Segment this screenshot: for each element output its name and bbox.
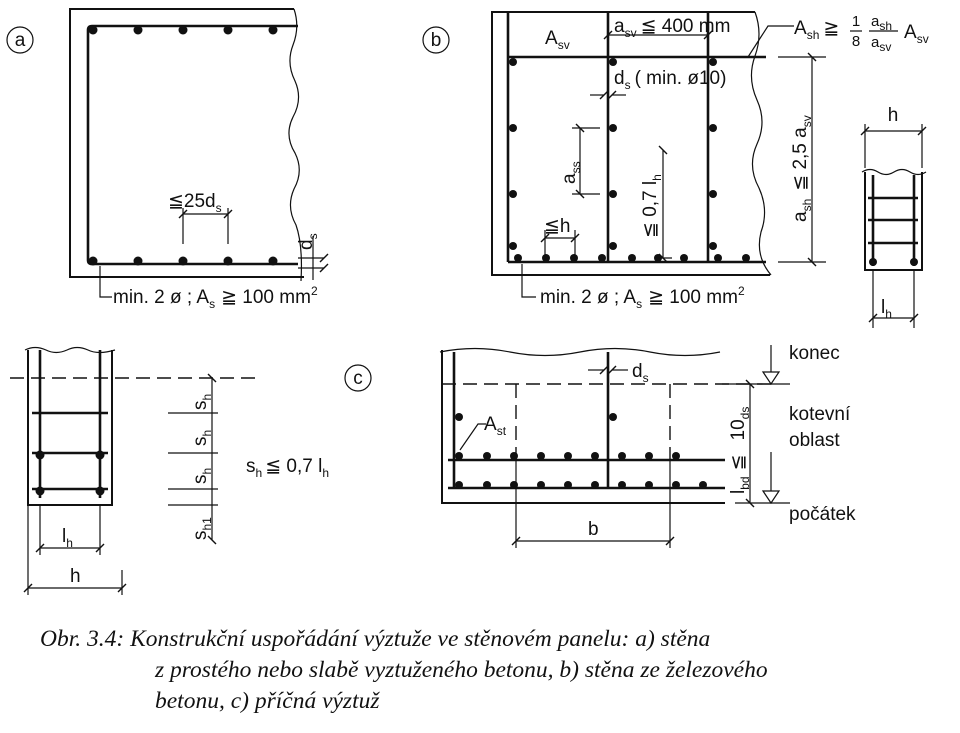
label-start: počátek (789, 504, 856, 525)
leader-a (99, 266, 112, 298)
bars-a-top (88, 25, 278, 35)
ast-label: Ast (484, 414, 507, 438)
panel-b-label: b (422, 26, 450, 54)
svg-text:h: h (70, 566, 81, 587)
label-zone-2: oblast (789, 430, 840, 451)
svg-text:Ash≧: Ash≧ (794, 18, 839, 42)
svg-text:ds: ds (632, 361, 649, 385)
min-bars-note-a: min. 2 ø ; As≧ 100 mm2 (113, 284, 318, 311)
svg-text:≦25ds: ≦25ds (168, 191, 222, 215)
bars-c (455, 413, 707, 489)
panel-c-right: c (344, 343, 856, 548)
lbd-dimension: lbd≦10ds (722, 379, 790, 508)
ast-leader (459, 423, 486, 451)
panel-a-label: a (6, 26, 34, 54)
wall-break-a (288, 8, 303, 282)
ass-dimension: ass (559, 123, 600, 199)
caption-line-1: Obr. 3.4: Konstrukční uspořádání výztuže… (40, 626, 711, 652)
svg-text:b: b (588, 519, 599, 540)
panel-b: b (422, 11, 929, 328)
b-dimension: b (511, 519, 675, 546)
svg-text:lh: lh (62, 526, 73, 550)
svg-text:asv: asv (871, 34, 891, 54)
column-outline (27, 350, 113, 506)
ds-min-dimension: ds( min. ø10) (590, 68, 726, 100)
svg-text:ass: ass (559, 161, 583, 184)
svg-text:≦h: ≦h (544, 216, 571, 237)
svg-text:ds( min. ø10): ds( min. ø10) (614, 68, 726, 92)
asv-label: Asv (545, 28, 570, 52)
svg-text:c: c (353, 368, 363, 389)
svg-text:lh: lh (881, 297, 892, 321)
section-b: h lh (860, 105, 927, 328)
svg-text:a: a (15, 30, 26, 51)
ash-leader (747, 25, 794, 58)
svg-text:b: b (431, 30, 442, 51)
svg-text:Asv: Asv (904, 22, 929, 46)
svg-text:1: 1 (852, 13, 860, 30)
wall-outline-c (441, 350, 725, 504)
label-end: konec (789, 343, 840, 364)
svg-text:≦ 0,7 lh: ≦ 0,7 lh (640, 174, 664, 238)
svg-text:8: 8 (852, 33, 860, 50)
svg-text:ash≦ 2,5 asv: ash≦ 2,5 asv (790, 115, 814, 222)
reinforcement-a (86, 24, 298, 266)
bars-a-bottom (88, 256, 278, 266)
ash-dimension: ash≦ 2,5 asv (778, 52, 826, 267)
caption-line-3: betonu, c) příčná výztuž (155, 688, 380, 714)
svg-text:sh1: sh1 (190, 517, 214, 540)
ds-dimension-c: ds (588, 361, 649, 385)
lh-dimension-c: lh (35, 505, 105, 555)
ash-formula: Ash≧ 1 8 ash asv Asv (794, 13, 929, 54)
svg-text:sh: sh (190, 394, 214, 410)
le-lh-dimension: ≦ 0,7 lh (640, 145, 672, 263)
min-bars-note-b: min. 2 ø ; As≧ 100 mm2 (540, 284, 745, 311)
bars-b (509, 58, 750, 262)
level-marker-start (761, 452, 781, 505)
svg-text:lbd≦10ds: lbd≦10ds (728, 407, 752, 494)
le-h-dimension: ≦h (540, 216, 580, 262)
level-marker-end (761, 345, 781, 386)
svg-text:ds: ds (296, 233, 320, 250)
wall-outline-b (491, 11, 770, 276)
spacing-v-dimension: asv≦ 400 mm (603, 16, 730, 40)
svg-text:h: h (888, 105, 899, 126)
wall-outline-a (69, 8, 304, 278)
figure-caption: Obr. 3.4: Konstrukční uspořádání výztuže… (40, 624, 950, 717)
svg-text:sh: sh (190, 468, 214, 484)
svg-text:ash: ash (871, 13, 892, 33)
ds-dimension-a: ds (296, 233, 329, 280)
sh-dimension: sh sh sh sh1 (168, 373, 218, 545)
spacing-dimension-a: ≦25ds (168, 191, 233, 244)
panel-a: a ≦25ds ds (6, 8, 329, 311)
caption-line-2: z prostého nebo slabě vyztuženého betonu… (155, 657, 768, 683)
wall-break-b (750, 11, 772, 276)
svg-text:asv≦ 400 mm: asv≦ 400 mm (614, 16, 730, 40)
panel-c-label: c (344, 364, 372, 392)
svg-text:sh: sh (190, 430, 214, 446)
h-dimension-c: h (23, 505, 127, 595)
panel-c-left: sh sh sh sh1 sh≦ 0,7 lh lh h (10, 346, 329, 595)
label-zone-1: kotevní (789, 404, 851, 425)
sh-rule: sh≦ 0,7 lh (246, 456, 329, 480)
leader-b (521, 264, 536, 298)
